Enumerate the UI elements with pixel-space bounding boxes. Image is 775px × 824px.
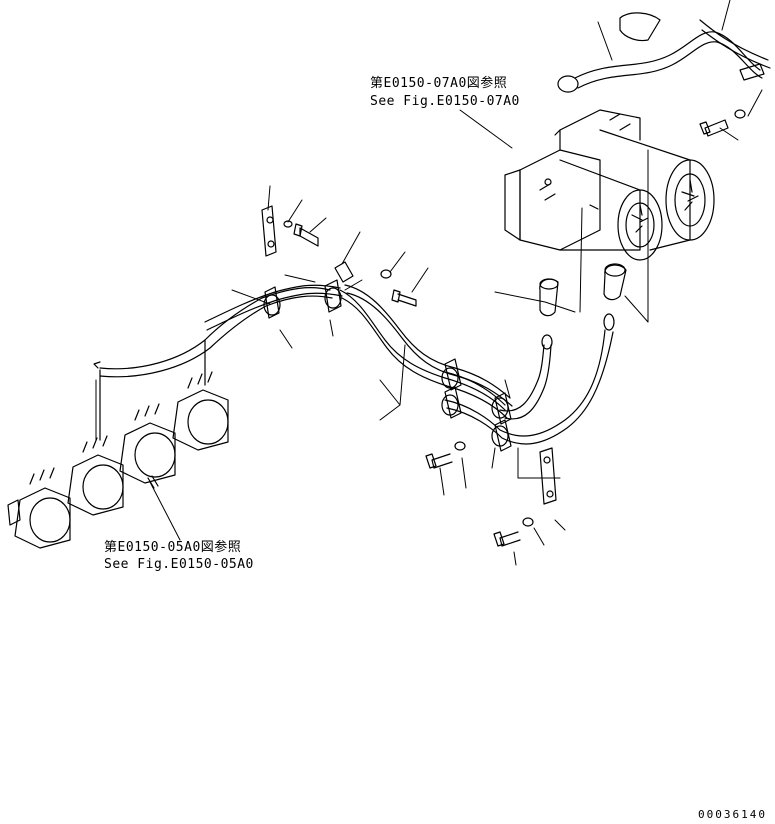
starter-motor-front [505, 150, 662, 260]
bolt-washer-top-right [700, 110, 745, 136]
reference-label-bottom-jp: 第E0150-05A0図参照 [104, 540, 242, 555]
bracket-plate-upper [262, 206, 318, 256]
main-harness [100, 285, 614, 444]
reference-label-top-jp: 第E0150-07A0図参照 [370, 76, 508, 91]
harness-clamps [264, 262, 511, 451]
reference-label-bottom-en: See Fig.E0150-05A0 [104, 557, 254, 572]
battery-relay-2 [68, 436, 123, 515]
bracket-plate-lower [426, 442, 556, 546]
drawing-number: 00036140 [698, 808, 767, 821]
relay-leads [94, 340, 205, 440]
leader-lines [96, 0, 762, 565]
top-cable [558, 13, 770, 92]
battery-relay-3 [120, 404, 175, 488]
bolt-washer-mid [381, 270, 416, 306]
terminal-boot-right [604, 264, 626, 300]
reference-label-top-en: See Fig.E0150-07A0 [370, 94, 520, 109]
battery-relay-1 [8, 468, 70, 548]
starter-motor-rear [555, 110, 714, 250]
terminal-boot-left [540, 279, 558, 316]
battery-relay-4 [173, 372, 228, 450]
